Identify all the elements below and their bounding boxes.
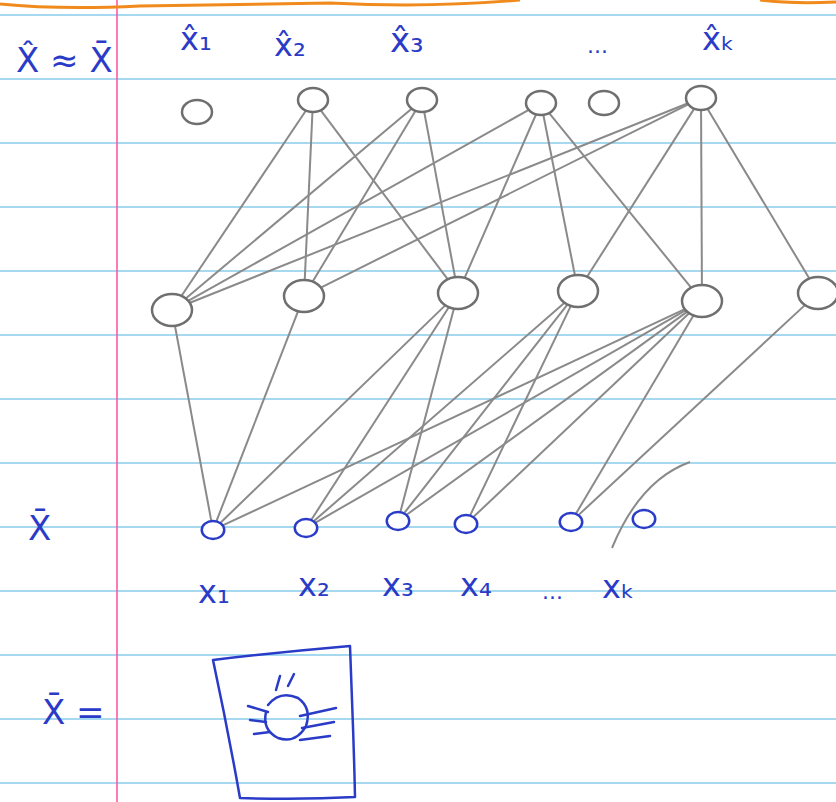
neuron-circle: [438, 277, 478, 309]
ruled-line: [0, 654, 836, 655]
weight-line: [700, 110, 703, 285]
picture-blob: [265, 695, 308, 739]
weight-line: [320, 110, 448, 281]
neuron-circle: [387, 512, 410, 530]
picture-strokes: [248, 706, 270, 734]
neuron-circle: [407, 88, 437, 112]
ruled-line: [0, 718, 836, 719]
weight-line: [576, 315, 694, 514]
weight-line: [424, 112, 455, 277]
neuron-circle: [558, 275, 598, 307]
unit-label: ...: [540, 580, 565, 604]
weight-line: [175, 326, 211, 521]
unit-label: x₂: [296, 568, 332, 603]
weight-line: [578, 304, 807, 516]
neuron-circle: [633, 510, 656, 528]
ruled-line: [0, 526, 836, 527]
weight-line: [400, 308, 454, 512]
ruled-line: [0, 398, 836, 399]
unit-label: x̂ₖ: [700, 22, 737, 57]
weight-line: [587, 108, 695, 277]
ruled-line: [0, 14, 836, 15]
unit-label: x̂₁: [178, 22, 214, 57]
ruled-line: [0, 206, 836, 207]
vector-label: X̂ ≈ X̄: [14, 42, 115, 79]
neuron-circle: [202, 521, 225, 539]
ruled-line: [0, 142, 836, 143]
weight-line: [464, 114, 536, 278]
weight-line: [313, 302, 566, 523]
unit-label: xₖ: [600, 570, 637, 605]
weight-line: [216, 311, 298, 522]
unit-label: ...: [585, 34, 610, 58]
weight-line: [470, 305, 571, 515]
unit-label: x̂₂: [272, 28, 308, 63]
weight-line: [219, 304, 446, 524]
neuron-circle: [152, 294, 192, 326]
unit-label: x₄: [458, 568, 494, 603]
neuron-circle: [295, 519, 318, 537]
neuron-circle: [526, 91, 556, 115]
picture-frame: [213, 646, 355, 799]
neuron-circle: [455, 515, 478, 533]
ruled-line: [0, 782, 836, 783]
neuron-circle: [560, 513, 583, 531]
neuron-circle: [182, 100, 212, 124]
picture-strokes: [300, 708, 336, 740]
neuron-circle: [686, 86, 716, 110]
binding-arc: [0, 0, 520, 8]
weight-line: [186, 109, 531, 302]
neuron-circle: [682, 285, 722, 317]
unit-label: x₁: [196, 575, 232, 610]
weight-line: [311, 306, 449, 520]
ruled-line: [0, 270, 836, 271]
binding-arc: [760, 0, 836, 3]
weight-line: [312, 110, 416, 282]
ruled-line: [0, 590, 836, 591]
neuron-circle: [284, 280, 324, 312]
vector-label: X̄ =: [40, 694, 107, 731]
ruled-line: [0, 334, 836, 335]
stray-stroke: [612, 462, 690, 548]
weight-line: [405, 310, 689, 515]
margin-line: [116, 0, 118, 802]
weight-line: [707, 108, 810, 279]
vector-label: X̄: [26, 510, 53, 547]
weight-line: [473, 312, 691, 518]
neuron-circle: [589, 91, 619, 115]
weight-line: [184, 108, 413, 300]
ruled-line: [0, 78, 836, 79]
neuron-circle: [798, 277, 836, 309]
weight-line: [318, 103, 690, 289]
weight-line: [187, 102, 690, 304]
unit-label: x₃: [380, 568, 416, 603]
unit-label: x̂₃: [388, 22, 426, 59]
picture-strokes: [276, 674, 294, 690]
weight-line: [221, 308, 687, 526]
neuron-circle: [298, 88, 328, 112]
